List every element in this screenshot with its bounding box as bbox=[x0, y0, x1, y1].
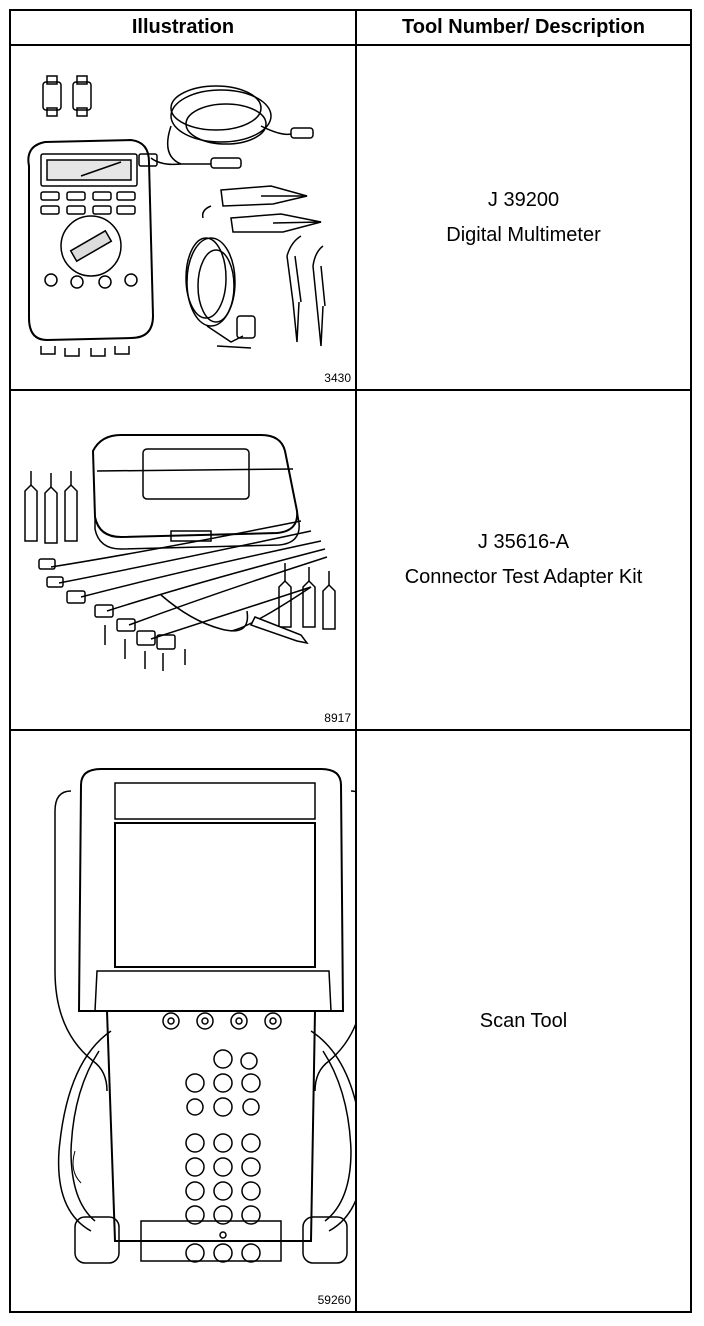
tool-number: J 39200 bbox=[487, 188, 560, 211]
adapter-kit-illustration: 8917 bbox=[11, 391, 355, 729]
adapter-kit-drawing bbox=[11, 391, 355, 729]
header-tool-description: Tool Number/ Description bbox=[402, 16, 645, 38]
special-tools-table: Illustration Tool Number/ Description bbox=[9, 9, 692, 1313]
multimeter-description: J 39200 Digital Multimeter bbox=[357, 46, 690, 389]
figure-number: 59260 bbox=[317, 1293, 351, 1307]
row-divider bbox=[11, 389, 690, 391]
figure-number: 8917 bbox=[324, 711, 351, 725]
header-illustration: Illustration bbox=[131, 16, 235, 38]
figure-number: 3430 bbox=[324, 371, 351, 385]
header-divider bbox=[11, 44, 690, 46]
multimeter-drawing bbox=[11, 46, 355, 389]
column-divider bbox=[355, 11, 357, 1311]
tool-description: Connector Test Adapter Kit bbox=[404, 566, 643, 588]
tool-description: Scan Tool bbox=[479, 1009, 568, 1032]
scan-tool-drawing bbox=[11, 731, 355, 1311]
scan-tool-description: Scan Tool bbox=[357, 731, 690, 1311]
scan-tool-illustration: 59260 bbox=[11, 731, 355, 1311]
tool-description: Digital Multimeter bbox=[446, 223, 601, 246]
tool-number: J 35616-A bbox=[477, 531, 570, 553]
multimeter-illustration: 3430 bbox=[11, 46, 355, 389]
row-divider bbox=[11, 729, 690, 731]
adapter-kit-description: J 35616-A Connector Test Adapter Kit bbox=[357, 391, 690, 729]
